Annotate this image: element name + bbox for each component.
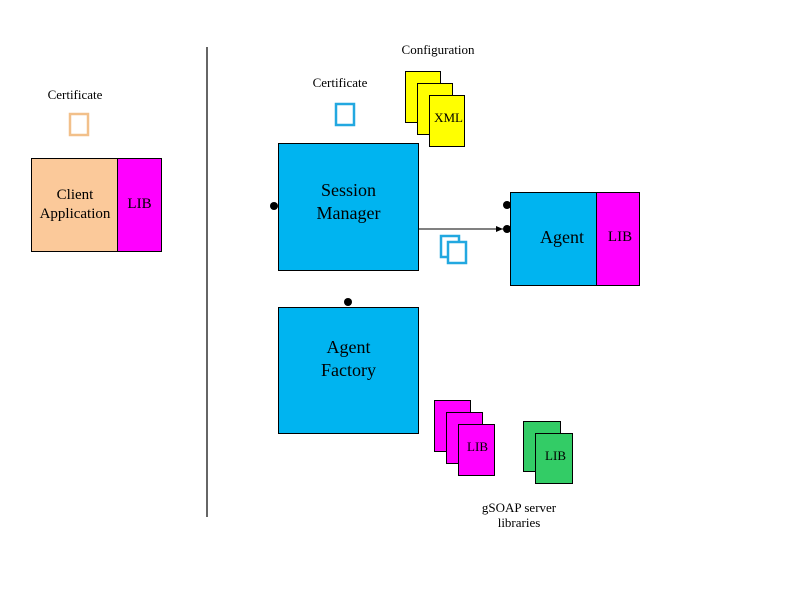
arrow-head	[496, 226, 503, 232]
xml-label: XML	[434, 110, 463, 125]
agent-port-top	[503, 201, 511, 209]
agent-port-left	[503, 225, 511, 233]
lib-sheet-pink-front: LIB	[458, 424, 495, 476]
server-certificate-label: Certificate	[312, 75, 368, 90]
session-manager-box: Session Manager	[278, 143, 419, 271]
agent-factory-box: Agent Factory	[278, 307, 419, 434]
xml-sheet-front: XML	[429, 95, 465, 147]
lib-sheet-green-front: LIB	[535, 433, 573, 484]
client-certificate-icon	[68, 112, 90, 137]
client-lib-box: LIB	[117, 158, 162, 252]
agent-lib-box: LIB	[596, 192, 640, 286]
client-certificate-label: Certificate	[47, 87, 103, 102]
server-certificate-icon	[334, 102, 356, 127]
agent-box: Agent	[510, 192, 598, 286]
client-application-box: Client Application	[31, 158, 119, 252]
session-port-left	[270, 202, 278, 210]
message-copy-icon-front	[446, 240, 468, 265]
pink-lib-label: LIB	[467, 439, 488, 454]
gsoap-libraries-label: gSOAP server libraries	[481, 500, 557, 530]
factory-port-top	[344, 298, 352, 306]
configuration-label: Configuration	[401, 42, 475, 57]
green-lib-label: LIB	[545, 448, 566, 463]
